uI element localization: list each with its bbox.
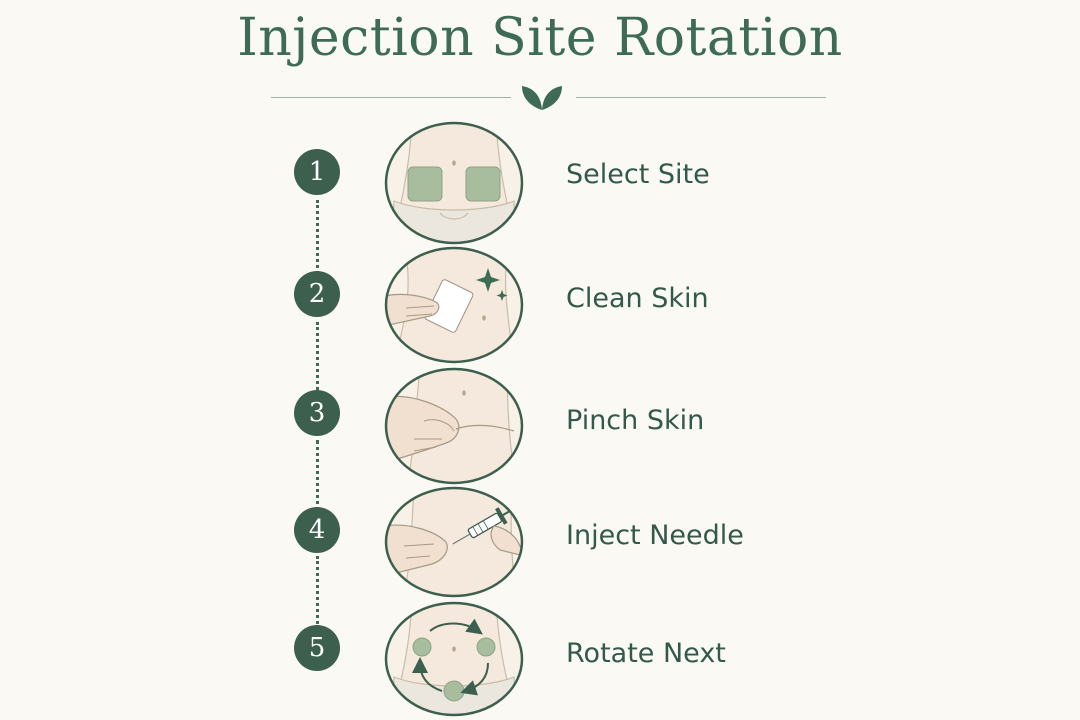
step-label-select-site: Select Site bbox=[566, 159, 710, 190]
alcohol-swab-icon bbox=[384, 246, 524, 364]
step-connector bbox=[316, 322, 319, 402]
step-label-rotate-next: Rotate Next bbox=[566, 638, 726, 669]
title-divider-left bbox=[271, 97, 511, 98]
step-label-inject-needle: Inject Needle bbox=[566, 520, 744, 551]
rotation-arrows-icon bbox=[384, 601, 524, 717]
step-number-badge: 2 bbox=[294, 271, 340, 317]
step-connector bbox=[316, 440, 319, 518]
step-number-badge: 1 bbox=[294, 149, 340, 195]
step-number-badge: 3 bbox=[294, 390, 340, 436]
step-label-pinch-skin: Pinch Skin bbox=[566, 405, 705, 436]
step-number-badge: 4 bbox=[294, 507, 340, 553]
pinch-hand-icon bbox=[384, 367, 524, 485]
syringe-icon bbox=[384, 486, 524, 598]
page-title: Injection Site Rotation bbox=[237, 8, 843, 68]
step-connector bbox=[316, 556, 319, 636]
step-connector bbox=[316, 200, 319, 280]
leaf-ornament-icon bbox=[522, 86, 562, 110]
abdomen-sites-icon bbox=[384, 121, 524, 245]
step-number-badge: 5 bbox=[294, 625, 340, 671]
title-divider-right bbox=[576, 97, 826, 98]
step-label-clean-skin: Clean Skin bbox=[566, 283, 709, 314]
